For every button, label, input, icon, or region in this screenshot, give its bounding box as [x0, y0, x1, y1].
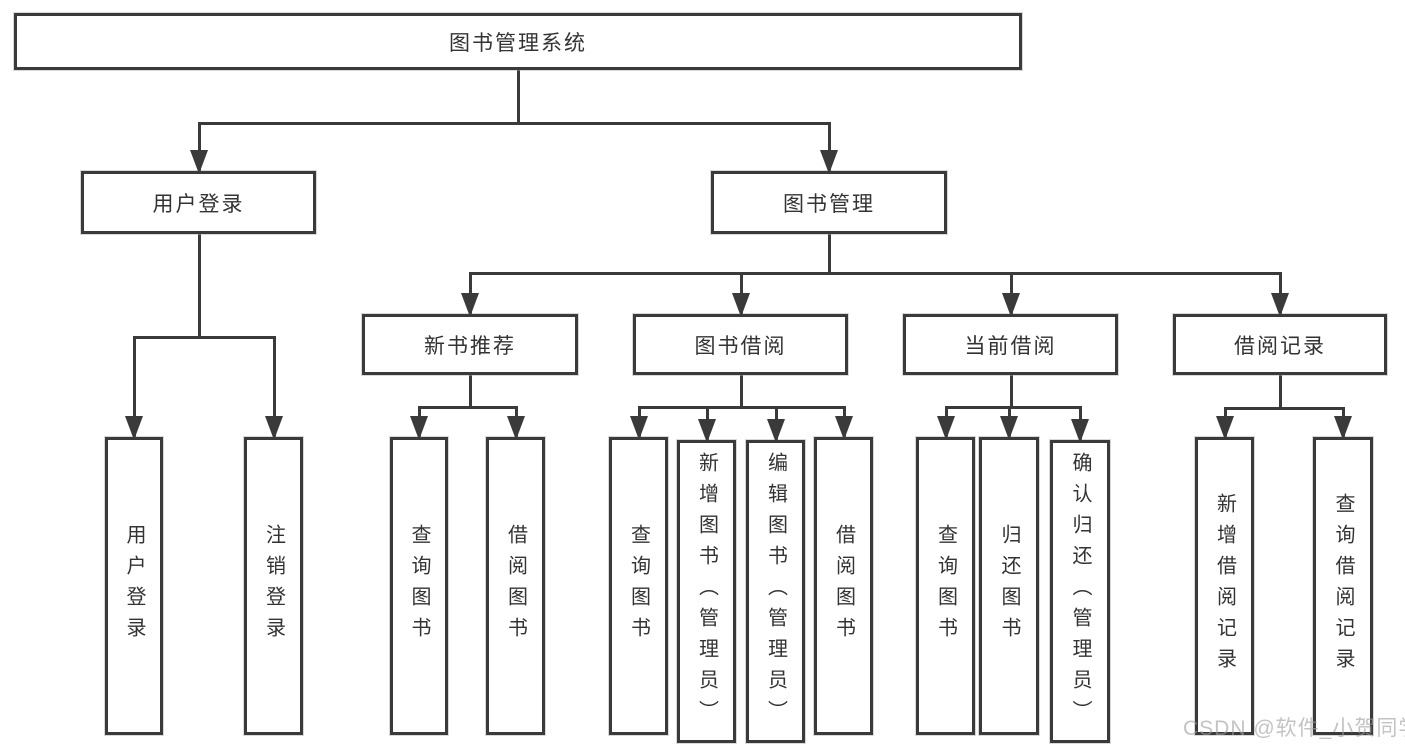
node-label: 图书借阅 — [694, 333, 787, 358]
node-label: 注销登录 — [262, 524, 285, 648]
diagram-node-nr-borrow-book: 借阅图书 — [486, 437, 545, 735]
node-label: 查询图书 — [934, 524, 957, 648]
diagram-node-root: 图书管理系统 — [14, 13, 1022, 70]
node-label: 图书管理系统 — [449, 30, 587, 55]
connector-stem — [828, 234, 831, 275]
node-label: 新增图书（管理员） — [695, 452, 718, 731]
diagram-node-cb-query-book: 查询图书 — [916, 437, 975, 735]
node-label: 归还图书 — [998, 524, 1020, 648]
connector-rail — [418, 406, 518, 409]
connector-drop — [828, 122, 831, 171]
node-label: 确认归还（管理员） — [1069, 452, 1091, 731]
arrowhead-down — [1071, 419, 1089, 443]
connector-rail — [133, 336, 276, 339]
arrowhead-down — [1334, 416, 1352, 440]
arrowhead-down — [125, 416, 143, 440]
node-label: 用户登录 — [152, 191, 245, 216]
node-label: 编辑图书（管理员） — [764, 452, 787, 731]
arrowhead-down — [190, 150, 208, 174]
arrowhead-down — [767, 419, 785, 443]
diagram-node-bb-borrow-book: 借阅图书 — [814, 437, 873, 735]
diagram-node-book-mgmt: 图书管理 — [711, 171, 947, 234]
connector-drop — [133, 336, 136, 437]
diagram-node-bb-add-book: 新增图书（管理员） — [677, 440, 736, 743]
arrowhead-down — [698, 419, 716, 443]
diagram-node-nr-query-book: 查询图书 — [390, 437, 448, 735]
node-label: 查询图书 — [627, 524, 650, 648]
connector-stem — [517, 70, 520, 125]
connector-drop — [198, 122, 201, 171]
connector-rail — [945, 406, 1082, 409]
arrowhead-down — [820, 150, 838, 174]
node-label: 查询图书 — [408, 524, 430, 648]
arrowhead-down — [1002, 293, 1020, 317]
diagram-node-ul-logout: 注销登录 — [244, 437, 303, 735]
arrowhead-down — [461, 293, 479, 317]
diagram-node-book-borrow: 图书借阅 — [633, 314, 848, 375]
diagram-node-br-add-record: 新增借阅记录 — [1195, 437, 1254, 735]
node-label: 当前借阅 — [964, 333, 1057, 358]
diagram-node-user-login: 用户登录 — [81, 171, 316, 234]
node-label: 图书管理 — [783, 191, 875, 216]
connector-stem — [1010, 375, 1013, 409]
arrowhead-down — [410, 416, 428, 440]
connector-rail — [1224, 407, 1345, 410]
diagram-node-new-book-rec: 新书推荐 — [362, 314, 578, 375]
connector-stem — [198, 234, 201, 339]
diagram-node-bb-edit-book: 编辑图书（管理员） — [746, 440, 805, 743]
diagram-node-br-query-record: 查询借阅记录 — [1313, 437, 1373, 735]
node-label: 新增借阅记录 — [1213, 493, 1236, 679]
node-label: 借阅记录 — [1234, 333, 1326, 358]
connector-rail — [469, 272, 1282, 275]
arrowhead-down — [1000, 416, 1018, 440]
diagram-node-current-borrow: 当前借阅 — [903, 314, 1118, 375]
arrowhead-down — [1216, 416, 1234, 440]
node-label: 借阅图书 — [832, 524, 855, 648]
arrowhead-down — [507, 416, 525, 440]
connector-rail — [638, 406, 846, 409]
diagram-node-borrow-records: 借阅记录 — [1173, 314, 1387, 375]
node-label: 查询借阅记录 — [1332, 493, 1354, 679]
node-label: 用户登录 — [123, 524, 145, 648]
connector-drop — [273, 336, 276, 437]
arrowhead-down — [732, 293, 750, 317]
node-label: 新书推荐 — [424, 333, 516, 358]
connector-rail — [198, 122, 831, 125]
diagram-node-cb-return-book: 归还图书 — [979, 437, 1039, 735]
connector-stem — [740, 375, 743, 409]
arrowhead-down — [265, 416, 283, 440]
connector-stem — [1279, 375, 1282, 410]
arrowhead-down — [835, 416, 853, 440]
diagram-node-cb-confirm-return: 确认归还（管理员） — [1050, 440, 1110, 743]
diagram-node-ul-user-login: 用户登录 — [105, 437, 163, 735]
connector-stem — [469, 375, 472, 409]
diagram-node-bb-query-book: 查询图书 — [609, 437, 668, 735]
node-label: 借阅图书 — [504, 524, 527, 648]
arrowhead-down — [937, 416, 955, 440]
arrowhead-down — [630, 416, 648, 440]
csdn-watermark: CSDN @软件_小贺同学 — [1183, 717, 1405, 740]
arrowhead-down — [1271, 293, 1289, 317]
